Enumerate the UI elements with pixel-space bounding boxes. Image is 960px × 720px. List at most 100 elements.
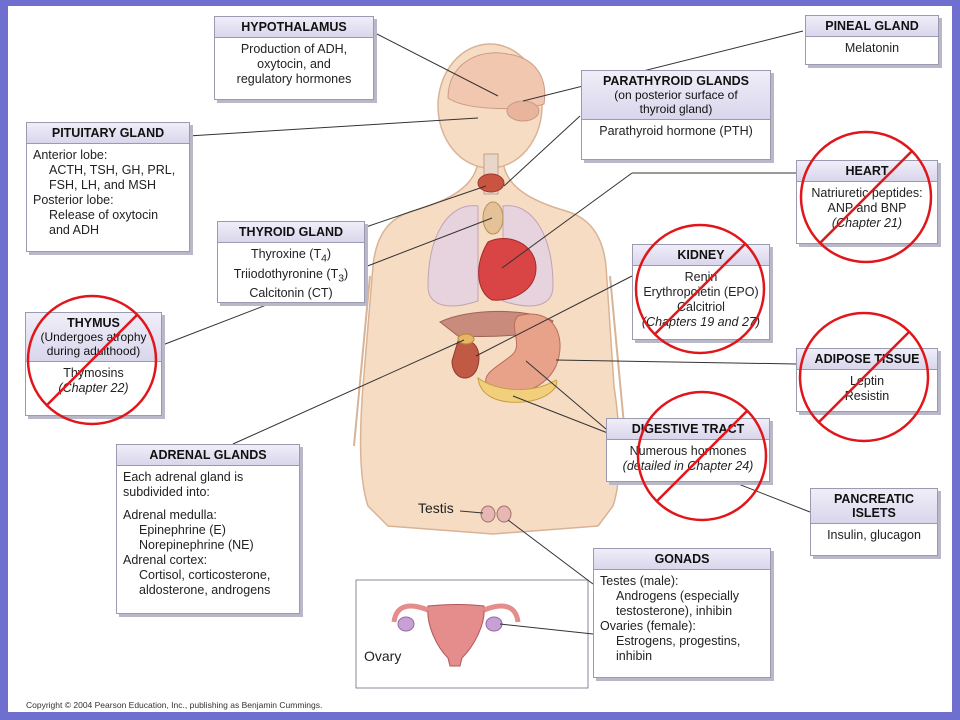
subscript: 3 [338,273,345,284]
leader-thyroid [362,185,487,229]
left-arm [353,275,371,447]
box-line: Triiodothyronine (T3) [224,267,358,287]
hypothalamus-box: HYPOTHALAMUS Production of ADH, oxytocin… [214,16,374,100]
line-text: ) [326,247,332,261]
pancreatic-islets-box: PANCREATIC ISLETS Insulin, glucagon [810,488,938,556]
left-testis [480,505,496,523]
left-lung [427,205,479,307]
parathyroid-glands-box: PARATHYROID GLANDS (on posterior surface… [581,70,771,160]
box-title: THYMUS (Undergoes atrophy during adultho… [26,313,161,362]
box-line: subdivided into: [123,485,210,499]
box-line: Norepinephrine (NE) [139,538,254,552]
box-line: (detailed in Chapter 24) [622,459,754,473]
box-line: Release of oxytocin [49,208,159,222]
left-kidney [451,339,480,379]
adrenal-glands-box: ADRENAL GLANDS Each adrenal gland is sub… [116,444,300,614]
box-line: Thyroxine (T4) [224,247,358,267]
box-title: PARATHYROID GLANDS (on posterior surface… [582,71,770,120]
box-line: Estrogens, progestins, [616,634,741,648]
box-line: Thymosins [63,366,124,380]
thymus-box: THYMUS (Undergoes atrophy during adultho… [25,312,162,416]
line-text: Thyroxine (T [250,247,322,261]
box-line: Numerous hormones [629,444,747,458]
box-title-text: THYMUS [67,316,120,330]
adipose-tissue-box: ADIPOSE TISSUE Leptin Resistin [796,348,938,412]
copyright-notice: Copyright © 2004 Pearson Education, Inc.… [26,700,323,710]
box-line: oxytocin, and [257,57,331,71]
box-line: Leptin [849,374,885,388]
left-fallopian-tube [391,603,429,623]
leader-gonads-ovary [499,623,594,635]
box-title-text: PARATHYROID GLANDS [602,74,750,88]
box-line: and ADH [49,223,100,237]
box-line: Parathyroid hormone (PTH) [599,124,753,138]
heart-crossed-out-icon [799,130,933,264]
digestive-crossed-out-icon [636,390,768,522]
box-title: ADRENAL GLANDS [117,445,299,466]
box-line: Calcitonin (CT) [249,286,333,300]
box-title: GONADS [594,549,770,570]
right-testis [496,505,512,523]
thymus-gland [482,201,504,235]
box-line: Natriuretic peptides: [811,186,923,200]
subscript: 4 [321,253,327,265]
box-line: Adrenal cortex: [123,553,208,567]
diagram-frame: HYPOTHALAMUS Production of ADH, oxytocin… [8,6,952,712]
box-line: inhibin [616,649,653,663]
ovary-label: Ovary [364,648,402,664]
heart-box: HEART Natriuretic peptides: ANP and BNP … [796,160,938,244]
leader-kidney [475,275,633,357]
box-line: aldosterone, androgens [139,583,271,597]
box-line: FSH, LH, and MSH [49,178,156,192]
box-title: ADIPOSE TISSUE [797,349,937,370]
leader-parathyroid [503,115,581,187]
box-line: testosterone), inhibin [616,604,733,618]
adrenal-gland [457,333,475,345]
right-fallopian-tube [483,603,521,623]
thyroid-gland [477,173,505,193]
adipose-crossed-out-icon [798,311,930,443]
box-title-text: ISLETS [852,506,896,520]
box-subtitle: (on posterior surface of [614,88,738,102]
thyroid-gland-box: THYROID GLAND Thyroxine (T4) Triiodothyr… [217,221,365,303]
box-line: (Chapter 21) [831,216,903,230]
leader-heart-2 [501,172,633,269]
box-line: Each adrenal gland is [123,470,244,484]
box-line: Ovaries (female): [600,619,696,633]
box-title: HEART [797,161,937,182]
box-line: (Chapter 22) [58,381,129,395]
leader-adipose [555,359,797,365]
testis-label: Testis [418,500,454,516]
box-line: regulatory hormones [236,72,352,86]
box-line: Melatonin [844,41,900,55]
crossed-out-marks [26,130,933,522]
box-line: Cortisol, corticosterone, [139,568,271,582]
pineal-gland-box: PINEAL GLAND Melatonin [805,15,939,65]
thymus-crossed-out-icon [26,294,158,426]
leader-digestive [525,360,607,430]
leader-hypothalamus [372,31,499,97]
box-line: Calcitriol [677,300,725,314]
box-line: Resistin [844,389,890,403]
brain [447,52,546,110]
leader-pineal [522,30,804,102]
box-title: KIDNEY [633,245,769,266]
line-text: ) [344,266,349,281]
body-illustration [353,43,627,689]
box-line: Androgens (especially [616,589,739,603]
leader-gonads-testis [507,519,594,585]
box-line: Testes (male): [600,574,679,588]
leader-pituitary [187,117,479,137]
box-title: THYROID GLAND [218,222,364,243]
box-line: Production of ADH, [240,42,348,56]
pancreas [477,376,558,403]
leader-adrenal [232,339,465,445]
box-line: Adrenal medulla: [123,508,217,522]
box-subtitle: during adulthood) [46,344,141,358]
left-ovary [397,616,415,632]
box-title: HYPOTHALAMUS [215,17,373,38]
box-line: Insulin, glucagon [827,528,921,542]
box-title: PINEAL GLAND [806,16,938,37]
box-line: Epinephrine (E) [139,523,226,537]
box-line: Posterior lobe: [33,193,114,207]
